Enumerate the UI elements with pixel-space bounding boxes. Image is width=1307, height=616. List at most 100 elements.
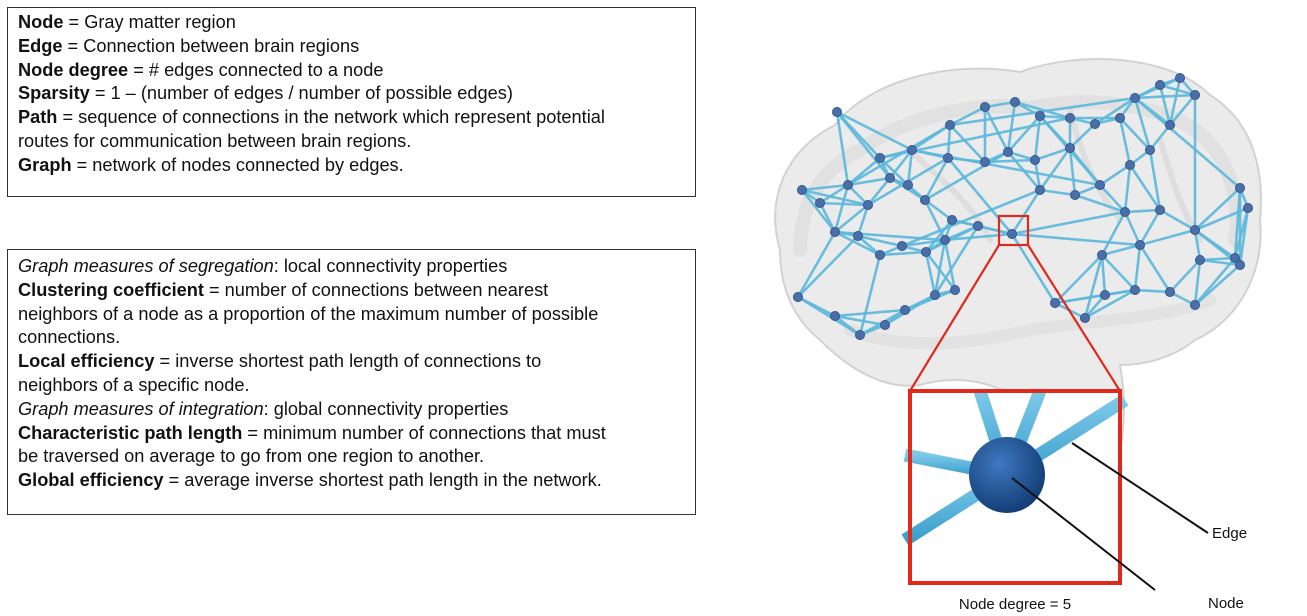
network-edge [1158, 83, 1172, 127]
network-node [1006, 228, 1017, 239]
network-edge [933, 224, 980, 297]
network-node [949, 284, 960, 295]
network-edge [923, 150, 1010, 202]
measure-line-8-text: be traversed on average to go from one r… [18, 446, 485, 467]
network-node [1049, 297, 1060, 308]
measure-line-0-term: Graph measures of segregation [18, 256, 274, 276]
network-edge [1168, 258, 1202, 294]
network-edge [1093, 96, 1137, 126]
network-edge [1083, 253, 1104, 320]
network-edge [1133, 96, 1242, 190]
network-node [797, 184, 808, 195]
network-edge [833, 314, 887, 327]
measure-line-9-text: = average inverse shortest path length i… [163, 470, 602, 491]
definition-line-5-text: routes for communication between brain r… [18, 130, 412, 151]
network-edge [946, 123, 952, 160]
network-edge [833, 230, 947, 242]
network-node [1154, 204, 1165, 215]
definition-line-2-term: Node degree [18, 59, 129, 80]
measure-line-8: be traversed on average to go from one r… [18, 445, 685, 469]
network-edge [1083, 293, 1107, 320]
definition-line-1-term: Edge [18, 35, 63, 56]
network-node [929, 289, 940, 300]
definition-line-1-text: = Connection between brain regions [62, 35, 360, 56]
network-edge [888, 148, 914, 180]
network-edge [1123, 163, 1132, 214]
measure-line-6: Graph measures of integration: global co… [18, 398, 685, 422]
network-edge [1098, 183, 1127, 214]
network-edge [1168, 76, 1182, 127]
network-node [830, 226, 841, 237]
network-edge [1118, 116, 1132, 167]
network-node [1069, 189, 1080, 200]
network-edge [818, 183, 850, 205]
zoom-connector-right [1027, 244, 1121, 392]
network-edge [833, 314, 862, 337]
network-node [1234, 259, 1245, 270]
network-edge [1038, 114, 1072, 120]
measure-line-2: neighbors of a node as a proportion of t… [18, 303, 685, 327]
network-edge [833, 203, 870, 234]
network-edge [923, 156, 950, 202]
network-edge [1083, 288, 1137, 320]
network-edge [1138, 243, 1172, 294]
definition-line-2-text: = # edges connected to a node [128, 59, 384, 80]
network-edge [1123, 210, 1142, 247]
measure-line-6-text: : global connectivity properties [263, 398, 509, 419]
network-edge [1100, 210, 1127, 257]
zoom-connector-left [909, 244, 1000, 392]
network-nodes [793, 73, 1253, 340]
network-edge [1133, 288, 1172, 294]
network-edge [833, 230, 882, 257]
network-node [920, 246, 931, 257]
measure-line-7-text: = minimum number of connections that mus… [242, 422, 606, 443]
graph-measures-box: Graph measures of segregation: local con… [7, 249, 696, 515]
network-edge [924, 250, 957, 292]
node-degree-caption: Node degree = 5 [959, 596, 1071, 613]
network-node [1154, 80, 1165, 91]
definition-line-6-term: Graph [18, 154, 72, 175]
network-edge [800, 188, 837, 234]
network-node [1189, 224, 1200, 235]
network-node [1096, 249, 1107, 260]
network-node [942, 152, 953, 163]
network-node [1099, 289, 1110, 300]
network-node [1089, 119, 1100, 130]
network-node [874, 249, 885, 260]
network-node [1114, 113, 1125, 124]
edge-pointer-line [1071, 442, 1209, 534]
network-edge [1148, 148, 1162, 212]
network-edge [856, 234, 904, 248]
network-node [1189, 90, 1200, 101]
network-edge [1038, 188, 1077, 197]
network-edge [1198, 258, 1242, 267]
network-edge [906, 148, 914, 187]
network-node [1034, 111, 1045, 122]
network-node [815, 197, 826, 208]
measure-line-4-text: = inverse shortest path length of connec… [154, 351, 542, 372]
network-edge [1068, 122, 1097, 150]
measure-line-6-term: Graph measures of integration [18, 398, 264, 419]
measure-line-0-text: : local connectivity properties [273, 256, 508, 276]
network-edge [858, 253, 882, 337]
network-node [896, 240, 907, 251]
network-edge [1010, 232, 1142, 247]
definition-line-6: Graph = network of nodes connected by ed… [18, 154, 685, 178]
network-edge [983, 105, 1010, 154]
network-node [1189, 299, 1200, 310]
network-node [1129, 284, 1140, 295]
network-node [1234, 182, 1245, 193]
definition-line-3-text: = 1 – (number of edges / number of possi… [89, 83, 513, 104]
network-edge [910, 148, 1102, 187]
network-edge [1053, 288, 1137, 305]
network-edge [943, 238, 957, 292]
network-node [1194, 254, 1205, 265]
network-edge [833, 183, 850, 234]
network-edge [1010, 210, 1127, 236]
network-edge [1100, 243, 1142, 257]
brain-silhouette [774, 58, 1262, 565]
network-edge [796, 230, 837, 299]
network-edge [1193, 258, 1202, 307]
network-edge [924, 218, 954, 254]
